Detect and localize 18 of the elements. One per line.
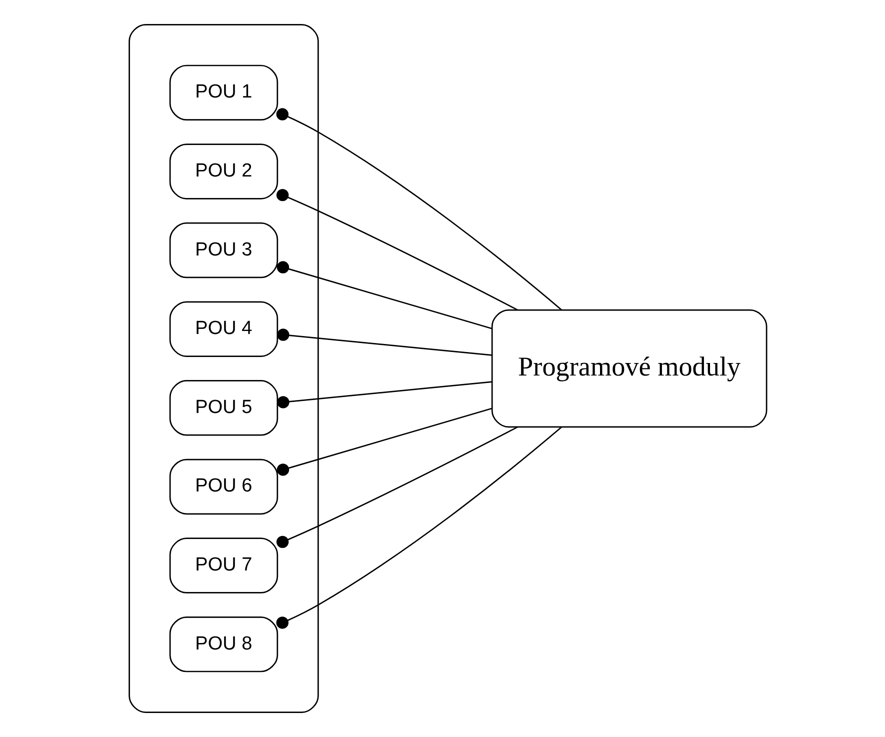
- node-box: POU 6: [169, 458, 278, 515]
- node-box: Programové moduly: [491, 309, 768, 428]
- connector: [276, 261, 492, 330]
- connector: [276, 188, 518, 311]
- node-box: POU 5: [169, 380, 278, 436]
- node-box: POU 7: [169, 538, 278, 594]
- node-box: POU 4: [169, 301, 278, 357]
- cluster: [128, 24, 319, 713]
- node-box: POU 1: [169, 64, 278, 121]
- connector: [277, 381, 492, 408]
- node-box: POU 8: [169, 616, 278, 672]
- connector: [276, 426, 562, 629]
- connector: [277, 328, 492, 356]
- connector: [276, 426, 518, 548]
- node-box: POU 2: [169, 144, 278, 200]
- node-box: POU 3: [169, 222, 278, 278]
- connector: [276, 108, 562, 310]
- connector: [276, 408, 492, 476]
